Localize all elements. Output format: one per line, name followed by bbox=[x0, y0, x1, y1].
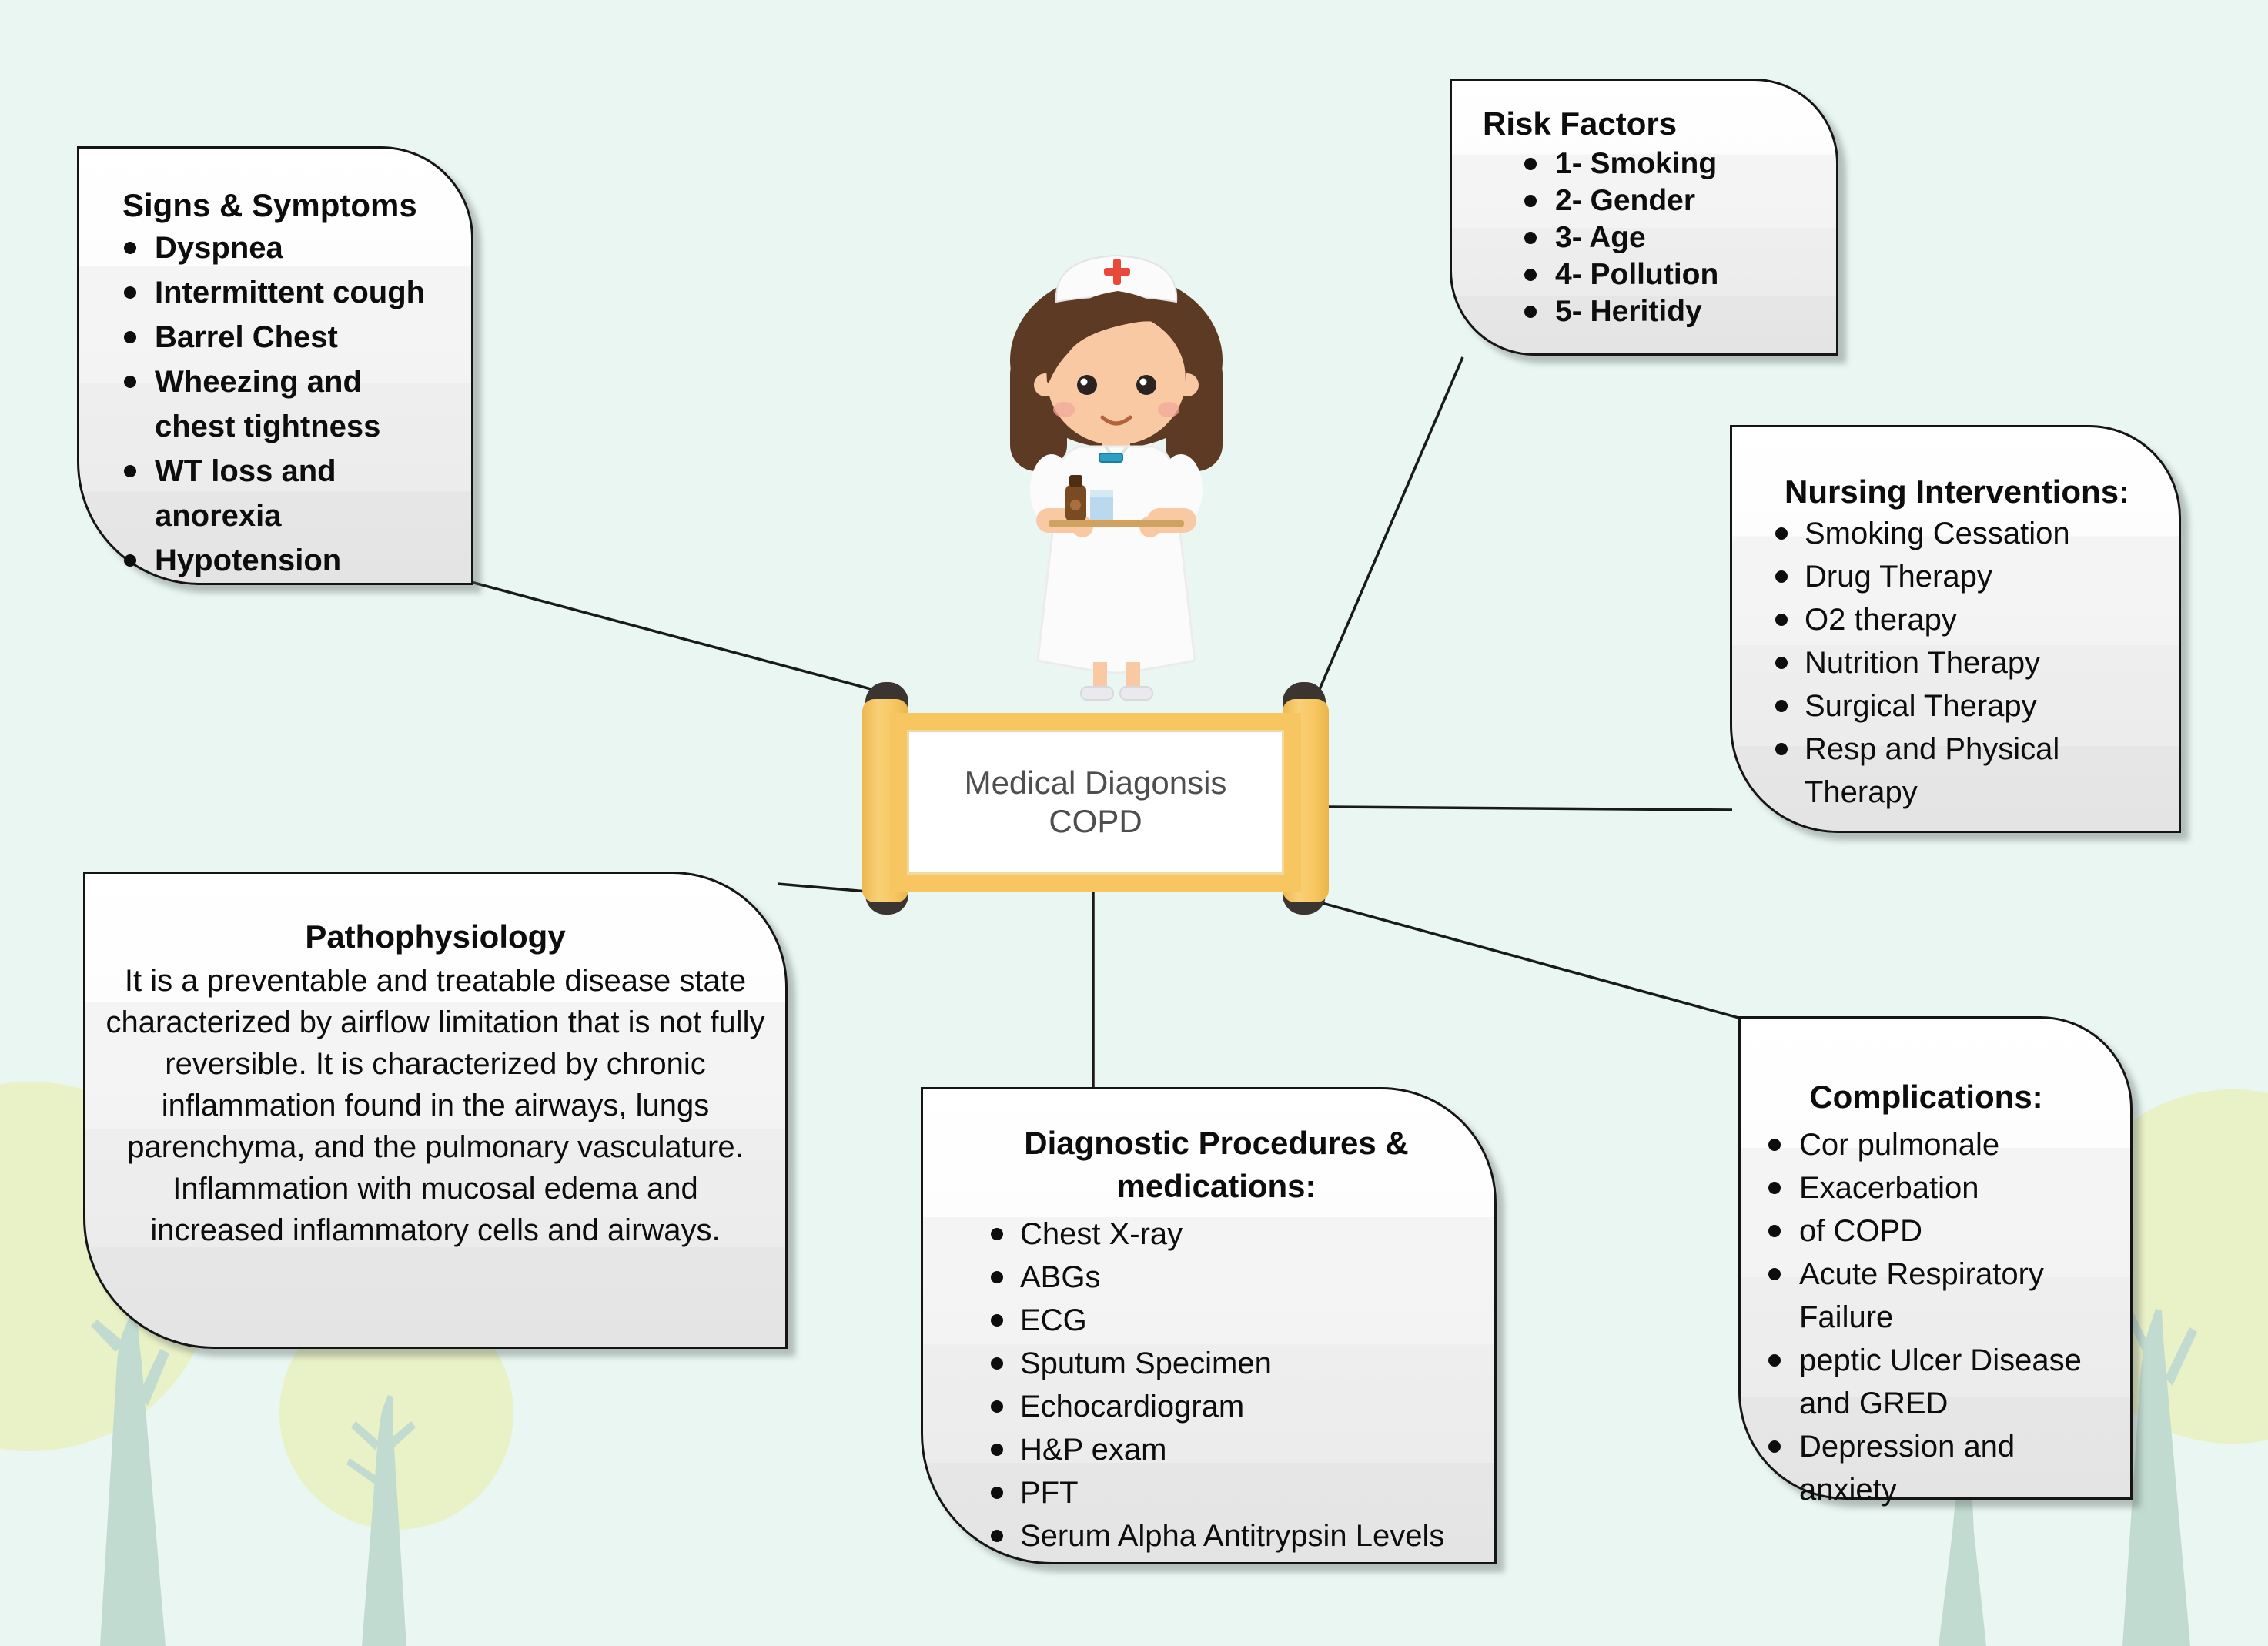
list-item: ECG bbox=[991, 1299, 1479, 1342]
central-node-label: Medical Diagonsis COPD bbox=[907, 730, 1284, 875]
list-item: ABGs bbox=[991, 1256, 1479, 1299]
nursing-interventions-title: Nursing Interventions: bbox=[1785, 473, 2130, 510]
list-item: Exacerbation bbox=[1768, 1166, 2086, 1209]
diagnostic-procedures-card: Diagnostic Procedures & medications: Che… bbox=[921, 1087, 1497, 1564]
list-item: Echocardiogram bbox=[991, 1385, 1479, 1428]
list-item: Wheezing and chest tightness bbox=[122, 360, 448, 449]
pathophysiology-card: Pathophysiology It is a preventable and … bbox=[83, 872, 788, 1349]
central-node-line1: Medical Diagonsis bbox=[964, 764, 1227, 801]
connector-complications bbox=[1319, 901, 1742, 1020]
list-item: 1- Smoking bbox=[1523, 146, 1813, 182]
list-item: WT loss and anorexia bbox=[122, 449, 448, 538]
risk-factors-title: Risk Factors bbox=[1483, 105, 1678, 142]
tree-left-small bbox=[279, 1296, 513, 1646]
list-item: Serum Alpha Antitrypsin Levels bbox=[991, 1514, 1479, 1557]
list-item: 2- Gender bbox=[1523, 182, 1813, 219]
list-item: Drug Therapy bbox=[1775, 555, 2159, 598]
central-node-line2: COPD bbox=[1049, 803, 1142, 839]
connector-risk bbox=[1316, 356, 1464, 694]
list-item: Sputum Specimen bbox=[991, 1342, 1479, 1385]
list-item: Chest X-ray bbox=[991, 1213, 1479, 1256]
nursing-interventions-card: Nursing Interventions: Smoking Cessation… bbox=[1730, 425, 2181, 833]
list-item: O2 therapy bbox=[1775, 598, 2159, 641]
list-item: 5- Heritidy bbox=[1523, 293, 1813, 330]
list-item: Intermittent cough bbox=[122, 270, 448, 315]
list-item: 3- Age bbox=[1523, 219, 1813, 256]
tree-right-small bbox=[1939, 1500, 1986, 1646]
signs-symptoms-title: Signs & Symptoms bbox=[122, 187, 417, 223]
pathophysiology-body: It is a preventable and treatable diseas… bbox=[105, 964, 765, 1247]
list-item: Cor pulmonale bbox=[1768, 1123, 2086, 1166]
list-item: Acute Respiratory Failure bbox=[1768, 1253, 2086, 1339]
nurse-tray bbox=[1049, 475, 1184, 527]
list-item: Dyspnea bbox=[122, 226, 448, 270]
connector-signs bbox=[470, 580, 886, 694]
list-item: Surgical Therapy bbox=[1775, 684, 2159, 728]
list-item: peptic Ulcer Disease and GRED bbox=[1768, 1339, 2086, 1425]
connector-nursing bbox=[1326, 805, 1733, 811]
list-item: Barrel Chest bbox=[122, 315, 448, 360]
list-item: of COPD bbox=[1768, 1209, 2086, 1253]
complications-title: Complications: bbox=[1809, 1079, 2043, 1115]
list-item: Hypotension bbox=[122, 538, 448, 583]
pathophysiology-title: Pathophysiology bbox=[305, 918, 566, 955]
list-item: Depression and anxiety bbox=[1768, 1425, 2086, 1511]
nurse-legs bbox=[1080, 662, 1153, 701]
list-item: PFT bbox=[991, 1471, 1479, 1514]
list-item: Resp and Physical Therapy bbox=[1775, 728, 2159, 814]
nurse-face bbox=[1034, 291, 1199, 445]
nurse-body bbox=[1030, 431, 1203, 674]
diagnostic-procedures-title: Diagnostic Procedures & medications: bbox=[1024, 1125, 1409, 1204]
list-item: Nutrition Therapy bbox=[1775, 641, 2159, 684]
list-item: H&P exam bbox=[991, 1428, 1479, 1471]
list-item: Smoking Cessation bbox=[1775, 512, 2159, 555]
list-item: 4- Pollution bbox=[1523, 256, 1813, 293]
